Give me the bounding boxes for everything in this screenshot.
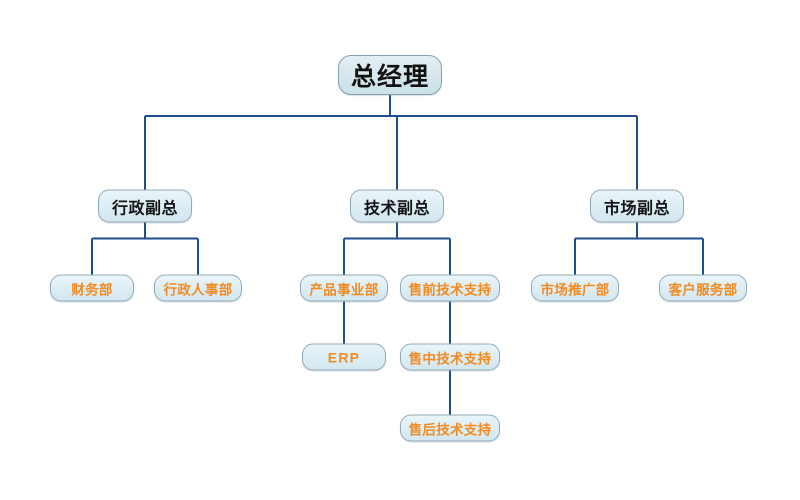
org-node-admin-hr[interactable]: 行政人事部 [154, 274, 242, 302]
org-node-label-presale: 售前技术支持 [408, 282, 492, 297]
org-node-label-finance: 财务部 [71, 282, 113, 297]
org-node-presale[interactable]: 售前技术支持 [400, 274, 500, 302]
org-node-promote[interactable]: 市场推广部 [531, 274, 619, 302]
org-node-vp-tech[interactable]: 技术副总 [350, 189, 444, 223]
org-node-vp-admin[interactable]: 行政副总 [98, 189, 192, 223]
org-node-service[interactable]: 客户服务部 [659, 274, 747, 302]
org-node-vp-market[interactable]: 市场副总 [590, 189, 684, 223]
org-node-label-aftersale: 售后技术支持 [408, 422, 492, 437]
org-node-product[interactable]: 产品事业部 [300, 274, 388, 302]
org-node-label-admin-hr: 行政人事部 [163, 282, 233, 297]
org-node-label-promote: 市场推广部 [540, 282, 610, 297]
org-node-aftersale[interactable]: 售后技术支持 [400, 414, 500, 442]
org-node-label-service: 客户服务部 [668, 282, 738, 297]
org-node-label-vp-admin: 行政副总 [111, 200, 178, 217]
org-node-label-insale: 售中技术支持 [408, 351, 492, 366]
org-node-label-erp: ERP [327, 349, 361, 365]
org-node-label-vp-market: 市场副总 [603, 200, 670, 217]
org-node-label-product: 产品事业部 [309, 282, 379, 297]
org-node-erp[interactable]: ERP [302, 343, 386, 371]
org-node-finance[interactable]: 财务部 [50, 274, 134, 302]
org-node-gm[interactable]: 总经理 [338, 55, 442, 95]
org-node-insale[interactable]: 售中技术支持 [400, 343, 500, 371]
org-node-label-vp-tech: 技术副总 [363, 200, 430, 217]
org-node-label-gm: 总经理 [350, 63, 429, 91]
